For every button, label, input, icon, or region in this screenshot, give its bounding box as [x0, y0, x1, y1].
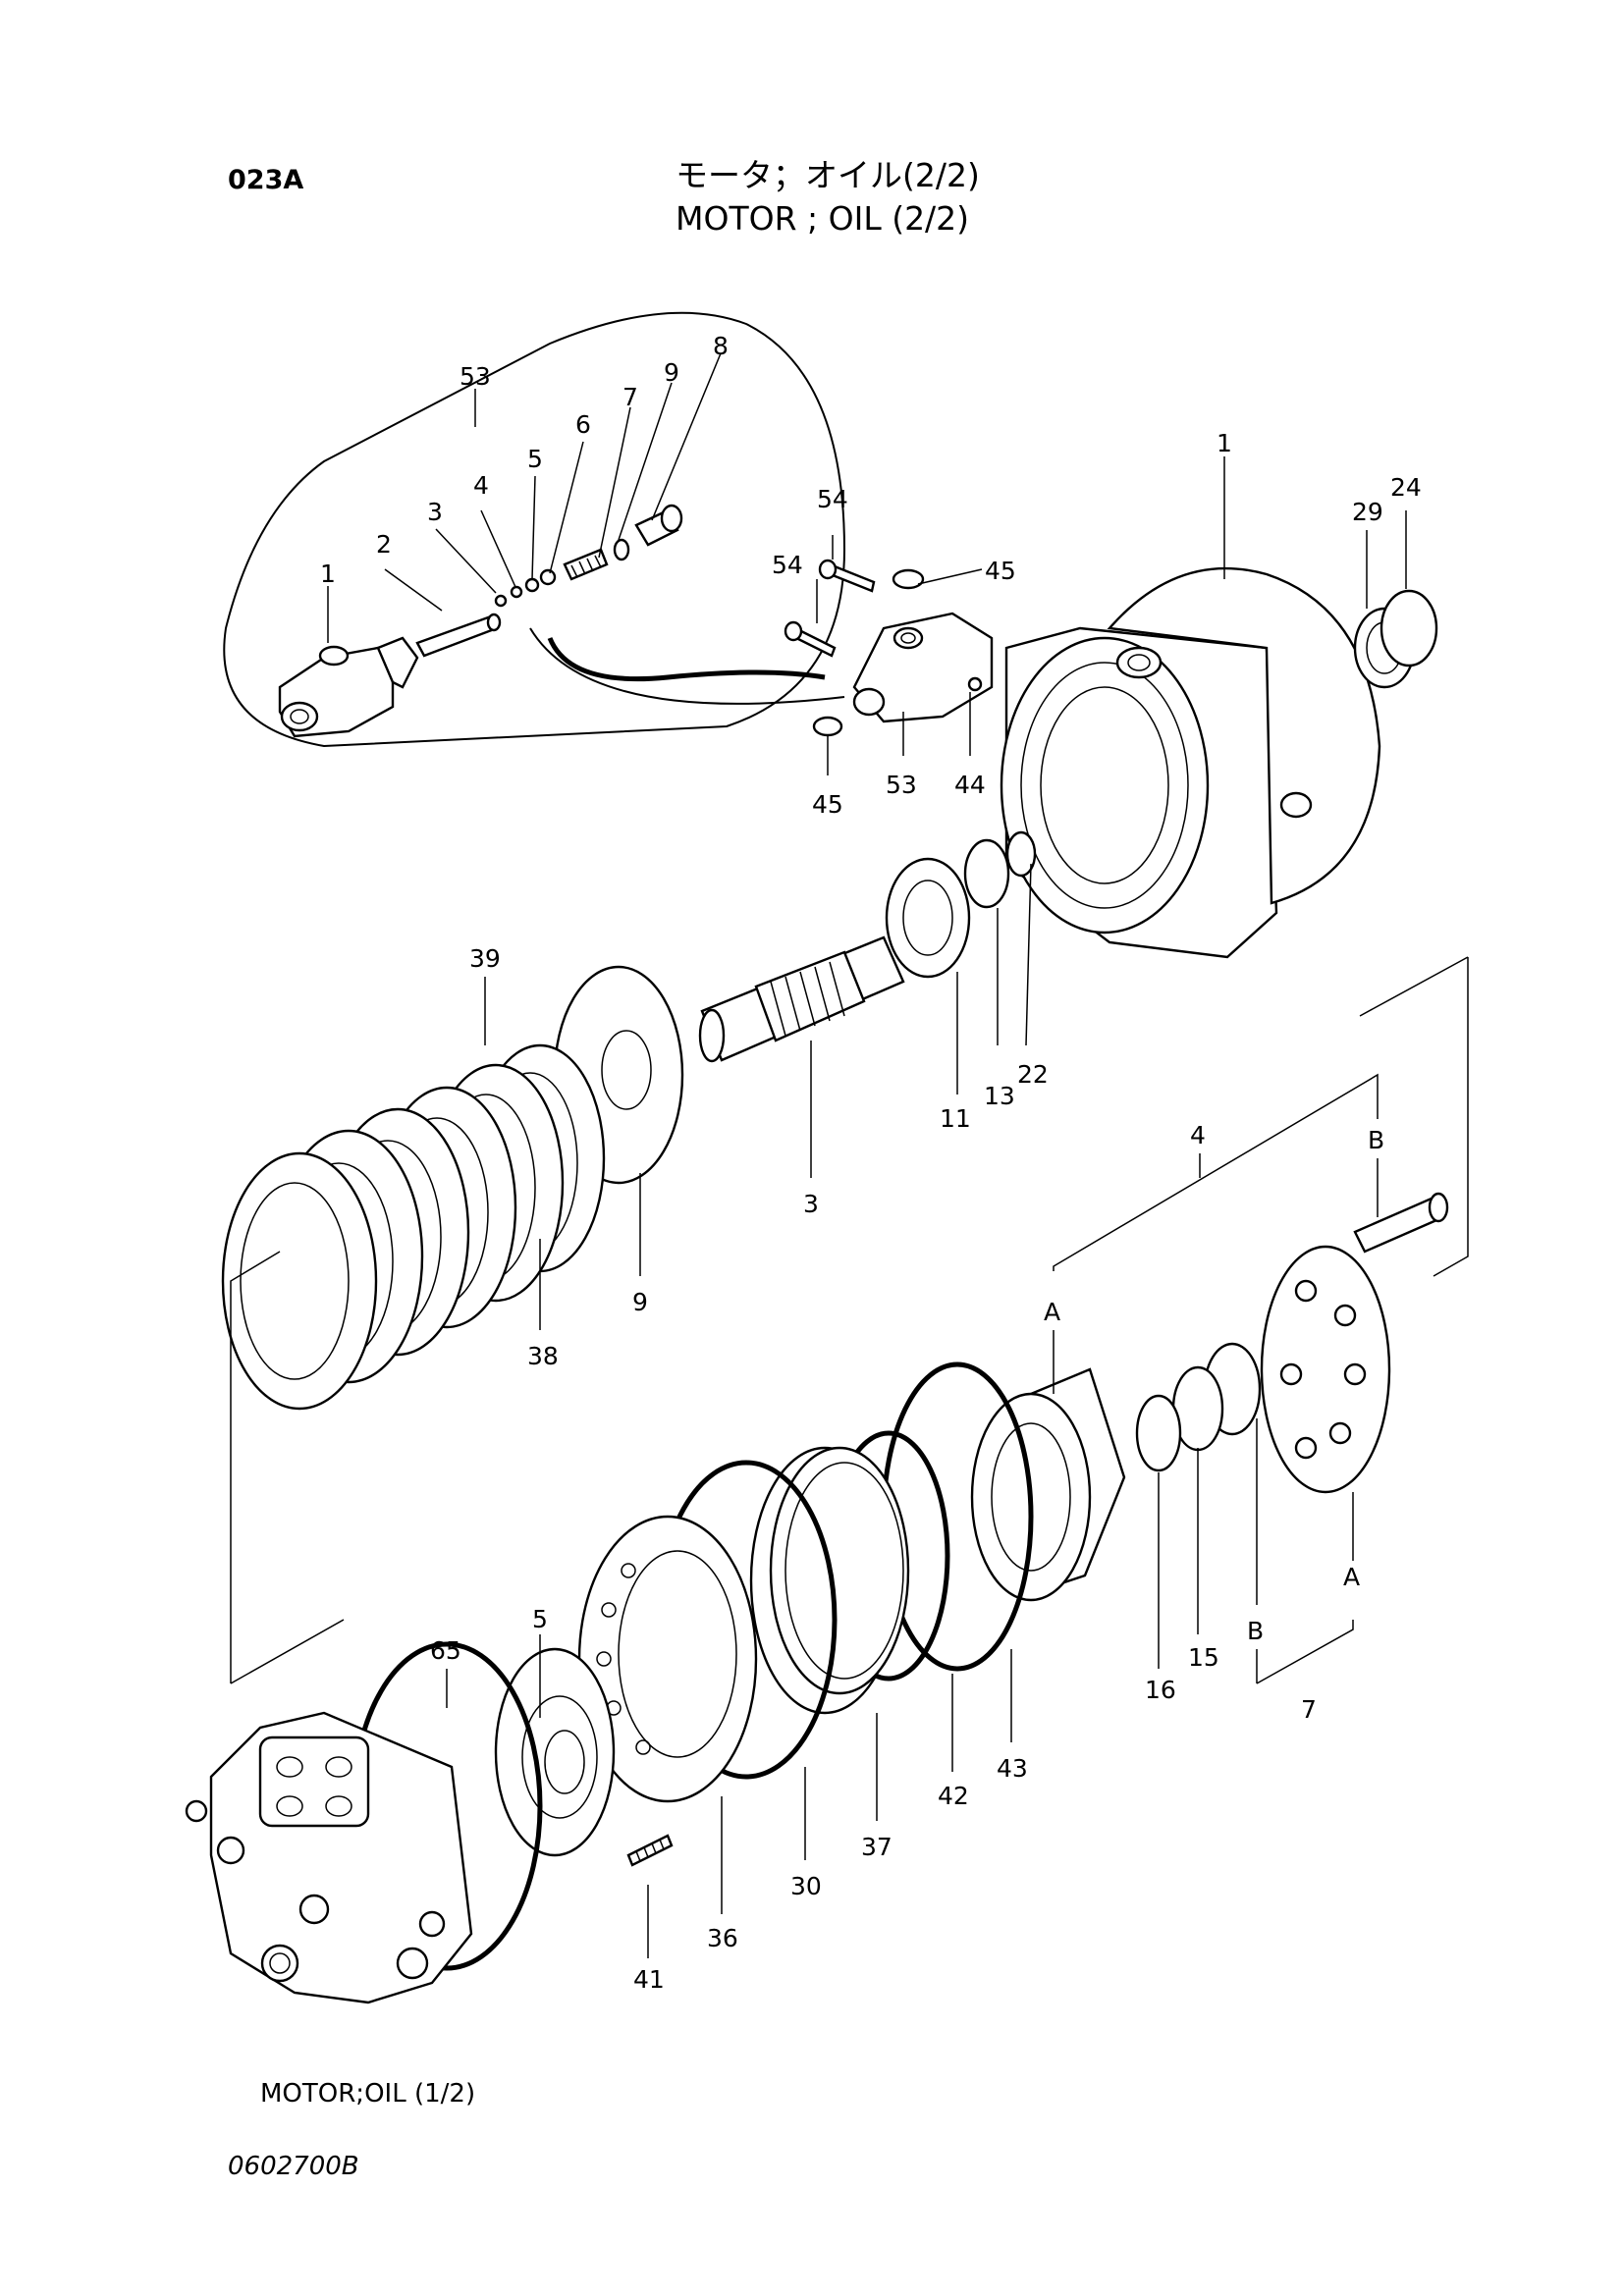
callout-36: 36 — [707, 1924, 738, 1952]
callout-54a: 54 — [817, 485, 848, 513]
callout-4: 4 — [1190, 1121, 1206, 1149]
callout-6: 6 — [575, 410, 591, 439]
page-code: 023A — [228, 165, 304, 195]
pin-B — [1353, 1192, 1449, 1254]
plugs-45 — [812, 568, 925, 737]
callout-7-inset: 7 — [622, 383, 638, 411]
callout-37: 37 — [861, 1833, 893, 1861]
drawing-number: 0602700B — [228, 2152, 359, 2181]
callout-44: 44 — [954, 771, 986, 799]
callout-2: 2 — [376, 530, 392, 559]
callout-24: 24 — [1390, 473, 1422, 502]
spring-41 — [626, 1834, 674, 1867]
callout-53: 53 — [886, 771, 917, 799]
piston-ring-37 — [749, 1446, 910, 1715]
valve-plate-5 — [494, 1647, 616, 1857]
title-japanese: モータ；オイル(2/2) — [676, 156, 980, 194]
callout-1: 1 — [1217, 429, 1232, 457]
inset-valve-body — [278, 636, 419, 738]
callout-numbers: 53 1 2 3 4 5 6 7 9 8 54 54 45 45 53 44 1… — [320, 332, 1422, 1994]
callout-22: 22 — [1017, 1060, 1049, 1089]
callout-29: 29 — [1352, 498, 1383, 526]
callout-42: 42 — [938, 1782, 969, 1810]
callout-1-inset: 1 — [320, 560, 336, 588]
oring-44 — [967, 676, 983, 692]
callout-3-inset: 3 — [427, 498, 443, 526]
callout-65: 65 — [430, 1636, 461, 1665]
callout-7: 7 — [1301, 1695, 1317, 1724]
brake-plates — [221, 1043, 606, 1411]
cylinder-block — [970, 1367, 1126, 1602]
bearing-11 — [885, 857, 971, 979]
motor-rear-housing — [185, 1711, 473, 2004]
shaft-3 — [698, 935, 905, 1063]
sub-assembly-reference: MOTOR;OIL (1/2) — [260, 2079, 476, 2109]
callout-45a: 45 — [985, 557, 1016, 585]
relief-valve-block — [852, 612, 994, 723]
callout-B-upper: B — [1368, 1126, 1384, 1154]
callout-5: 5 — [532, 1605, 548, 1633]
callout-43: 43 — [997, 1754, 1028, 1783]
seal-29-and-ring-24 — [1353, 589, 1438, 689]
callout-16: 16 — [1145, 1676, 1176, 1704]
needle-bearing-and-springs — [1135, 1342, 1262, 1472]
callout-A-upper: A — [1044, 1298, 1060, 1326]
inset-leader-curve — [547, 637, 826, 682]
callout-39: 39 — [469, 944, 501, 973]
callout-5-inset: 5 — [527, 445, 543, 473]
title-english: MOTOR ; OIL (2/2) — [676, 199, 970, 238]
valve-plate-7 — [1260, 1245, 1391, 1494]
callout-13: 13 — [984, 1082, 1015, 1110]
callout-A-lower: A — [1343, 1563, 1360, 1591]
callout-38: 38 — [527, 1342, 559, 1370]
callout-B-lower: B — [1247, 1617, 1264, 1645]
callout-8: 8 — [713, 332, 729, 360]
leader-lines — [230, 352, 1469, 1958]
callout-30: 30 — [790, 1872, 822, 1900]
callout-53-top: 53 — [460, 362, 491, 391]
motor-housing — [1000, 566, 1381, 959]
bolts-54 — [784, 559, 876, 658]
collar-13-ring-22 — [963, 830, 1037, 909]
callout-11: 11 — [940, 1104, 971, 1133]
inset-spool — [415, 613, 502, 658]
inset-leader-arc — [529, 627, 845, 705]
callout-9-inset: 9 — [664, 358, 679, 387]
callout-54b: 54 — [772, 551, 803, 579]
callout-15: 15 — [1188, 1643, 1219, 1672]
callout-4-inset: 4 — [473, 471, 489, 500]
callout-3: 3 — [803, 1190, 819, 1218]
callout-41: 41 — [633, 1965, 665, 1994]
callout-9: 9 — [632, 1288, 648, 1316]
callout-45b: 45 — [812, 790, 843, 819]
inset-balls-and-spring — [494, 504, 683, 608]
